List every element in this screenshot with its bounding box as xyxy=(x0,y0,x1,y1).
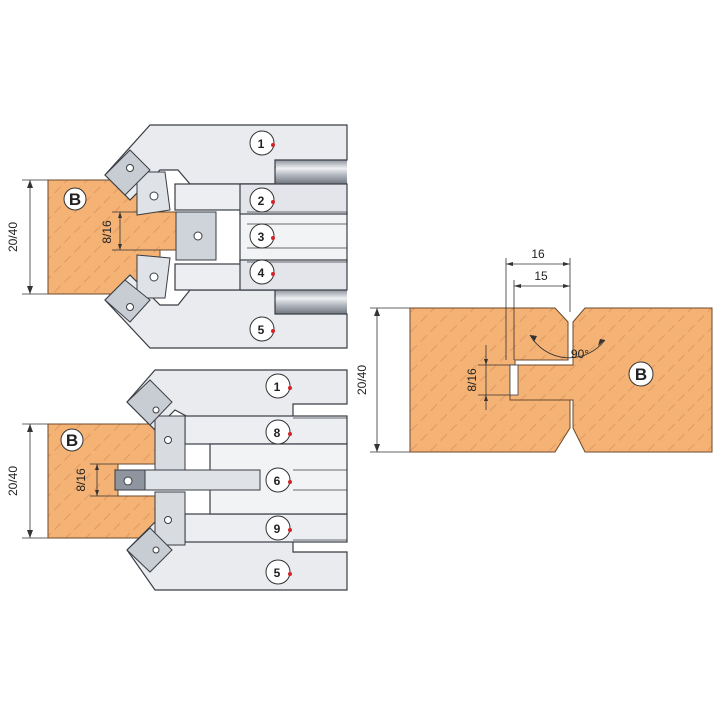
profile-width-outer-label: 16 xyxy=(531,247,545,261)
top-knife-inserts xyxy=(104,149,217,323)
top-workpiece-label: B xyxy=(69,190,81,209)
svg-text:6: 6 xyxy=(274,474,281,488)
screw-hole xyxy=(193,231,203,241)
svg-text:2: 2 xyxy=(258,194,265,208)
bottom-thickness-dimension: 20/40 xyxy=(6,423,70,539)
top-badge-5: 5 xyxy=(249,316,275,342)
screw-hole xyxy=(126,164,134,172)
screw-hole xyxy=(149,272,159,282)
bottom-groove-label: 8/16 xyxy=(74,468,88,492)
top-assembly: 20/40 B 8/16 xyxy=(6,124,348,349)
bottom-workpiece-badge xyxy=(60,428,84,452)
svg-text:5: 5 xyxy=(274,566,281,580)
screw-hole xyxy=(152,546,160,554)
top-thickness-label: 20/40 xyxy=(6,222,20,252)
top-badge-1: 1 xyxy=(249,130,275,156)
profile-workpiece-label: B xyxy=(635,365,647,384)
bottom-stack-lines xyxy=(293,403,347,553)
screw-hole xyxy=(126,303,134,311)
bottom-groove-dimension: 8/16 xyxy=(74,463,118,497)
top-workpiece-badge xyxy=(63,187,87,211)
profile-groove-label: 8/16 xyxy=(465,368,479,392)
profile-view: B 20/40 8/16 xyxy=(355,247,713,453)
profile-width-dimensions: 16 15 xyxy=(505,247,571,360)
svg-text:1: 1 xyxy=(274,380,281,394)
screw-hole xyxy=(123,476,133,486)
top-badge-2: 2 xyxy=(249,187,275,213)
bottom-workpiece: B xyxy=(47,423,159,539)
svg-text:1: 1 xyxy=(258,137,265,151)
bottom-knife-inserts xyxy=(114,379,261,573)
profile-thickness-dimension: 20/40 xyxy=(355,307,410,453)
svg-text:4: 4 xyxy=(258,266,265,280)
bottom-badge-5: 5 xyxy=(265,559,292,585)
screw-hole xyxy=(164,516,172,524)
profile-width-inner-label: 15 xyxy=(534,269,548,283)
bottom-thickness-label: 20/40 xyxy=(6,466,20,496)
profile-groove-dimension: 8/16 xyxy=(465,345,510,410)
profile-thickness-label: 20/40 xyxy=(355,365,369,395)
screw-hole xyxy=(149,191,159,201)
bottom-workpiece-label: B xyxy=(66,431,78,450)
bottom-badge-9: 9 xyxy=(265,515,292,541)
top-thickness-dimension: 20/40 xyxy=(6,179,70,295)
svg-text:5: 5 xyxy=(258,323,265,337)
bottom-badge-1: 1 xyxy=(265,373,292,399)
top-badge-4: 4 xyxy=(249,259,275,285)
top-tongue-label: 8/16 xyxy=(100,220,114,244)
screw-hole xyxy=(164,436,172,444)
bottom-badge-8: 8 xyxy=(265,419,292,445)
profile-right-board xyxy=(509,307,713,453)
svg-text:8: 8 xyxy=(274,426,281,440)
bottom-badge-6: 6 xyxy=(265,467,292,493)
svg-text:3: 3 xyxy=(258,230,265,244)
svg-text:9: 9 xyxy=(274,522,281,536)
profile-workpiece-badge xyxy=(628,361,654,387)
bottom-assembly: 20/40 B 8/16 xyxy=(6,369,348,591)
screw-hole xyxy=(152,406,160,414)
profile-angle-dimension: 90° xyxy=(529,334,606,361)
profile-angle-label: 90° xyxy=(571,347,589,361)
top-badge-3: 3 xyxy=(249,223,275,249)
